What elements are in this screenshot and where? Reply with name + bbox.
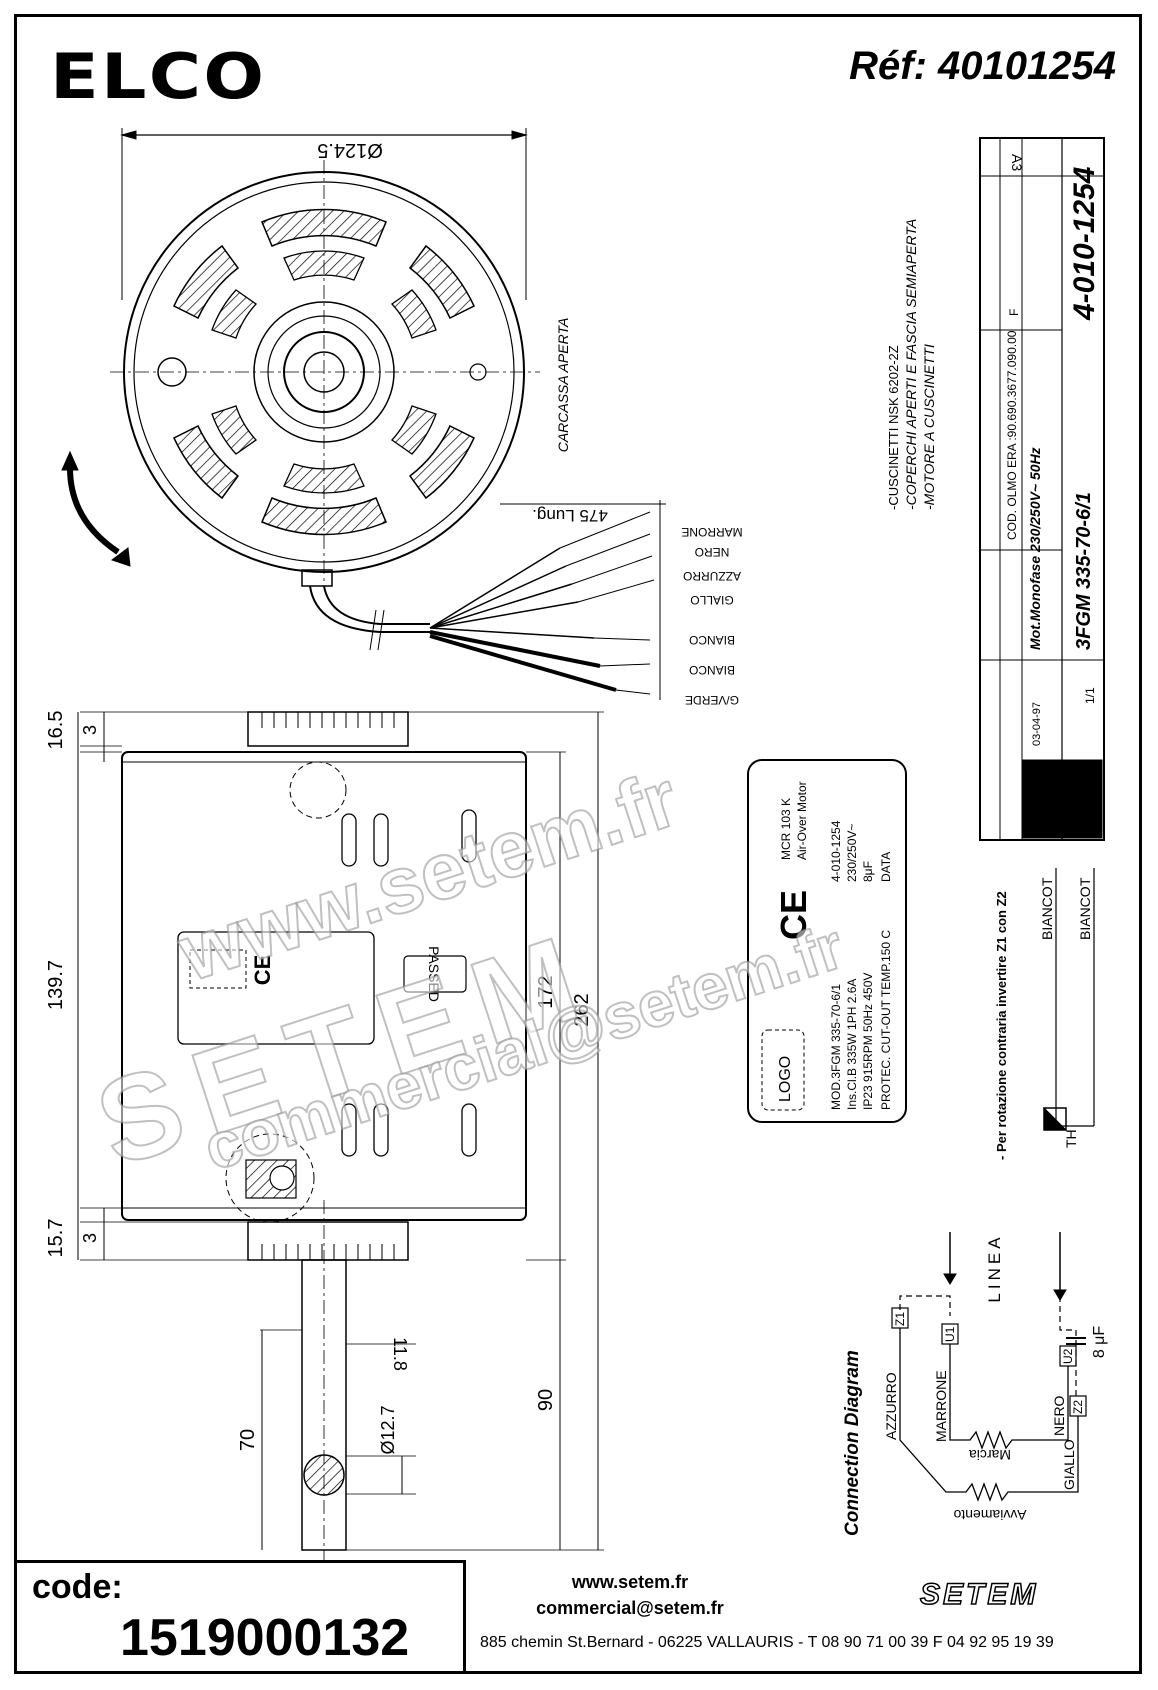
elco-logo: ELCO: [50, 40, 267, 113]
company-address: 885 chemin St.Bernard - 06225 VALLAURIS …: [480, 1634, 1054, 1651]
terminal-z2: Z2: [1071, 1400, 1085, 1414]
nameplate-line: Ins.Cl.B 335W 1PH 2.6A: [845, 979, 859, 1110]
bearing-note: -CUSCINETTI NSK 6202-2Z: [886, 345, 901, 510]
avviamento-label: Avviamento: [953, 1507, 1026, 1523]
connection-title: Connection Diagram: [842, 1350, 863, 1536]
edition-value: F: [1007, 309, 1021, 316]
nameplate-ce: CE: [773, 890, 814, 940]
rotation-note: - Per rotazione contraria invertire Z1 c…: [994, 891, 1009, 1160]
dim-label: 16.5: [45, 711, 67, 750]
motor-top-view: [61, 128, 666, 700]
t-terminal: T: [1077, 877, 1093, 886]
terminal-u1: U1: [943, 1326, 957, 1342]
t-terminal: T: [1039, 877, 1055, 886]
website-link[interactable]: www.setem.fr: [571, 1572, 689, 1592]
wire-label: BIANCO: [689, 633, 735, 647]
nameplate-line: Air-Over Motor: [795, 781, 809, 860]
nameplate-line: 8μF: [861, 861, 875, 882]
linea-label: LINEA: [985, 1233, 1004, 1302]
dim-label: 90: [535, 1389, 557, 1411]
thermal-switch: [1043, 868, 1095, 1131]
motor-description: Mot.Monofase 230/250V~ 50Hz: [1027, 447, 1043, 650]
cod-olmo: COD. OLMO ERA :90.690.3677.090.00: [1005, 330, 1019, 540]
dim-label: 70: [237, 1429, 259, 1451]
title-block: [979, 137, 1105, 841]
bianco-label: BIANCO: [1039, 886, 1055, 940]
connection-diagram: [891, 1232, 1087, 1502]
nameplate-line: IP23 915RPM 50Hz 450V: [861, 973, 875, 1110]
bearing-note: -COPERCHI APERTI E FASCIA SEMIAPERTA: [903, 219, 919, 510]
capacitor-label: 8 μF: [1091, 1326, 1108, 1359]
dim-label: 262: [571, 993, 593, 1026]
nero-label: NERO: [1051, 1395, 1067, 1436]
giallo-label: GIALLO: [1061, 1439, 1077, 1490]
nameplate-line: MOD.3FGM 335-70-6/1: [829, 984, 843, 1110]
dim-label: 172: [535, 975, 557, 1008]
dim-label: 15.7: [45, 1219, 67, 1258]
email-link[interactable]: commercial@setem.fr: [536, 1598, 724, 1618]
wire-label: MARRONE: [681, 525, 742, 539]
dim-label: Ø12.7: [378, 1405, 398, 1454]
drawing-number: 4-010-1254: [1068, 166, 1101, 321]
marrone-label: MARRONE: [933, 1370, 949, 1442]
passed-stamp: PASSED: [426, 946, 442, 1002]
scale-value: 1/1: [1083, 687, 1097, 704]
terminal-z1: Z1: [893, 1312, 907, 1326]
reference-number: Réf: 40101254: [849, 44, 1116, 88]
motor-side-view: [77, 711, 604, 1560]
nameplate-line: DATA: [879, 852, 893, 882]
nameplate: [747, 759, 907, 1123]
drawing-frame: [14, 14, 1142, 1674]
dim-label: 3: [80, 725, 100, 735]
th-label: TH: [1063, 1129, 1079, 1148]
dim-label: 139.7: [45, 960, 67, 1010]
nameplate-line: 4-010-1254: [829, 820, 843, 882]
nameplate-logo: LOGO: [777, 1056, 794, 1102]
code-label: code:: [32, 1568, 123, 1606]
wire-label: AZZURRO: [683, 569, 741, 583]
date-value: 03-04-97: [1031, 702, 1043, 746]
cable-length-label: 475 Lung.: [532, 506, 608, 525]
wire-label: GIALLO: [690, 593, 733, 607]
code-box: [14, 1560, 466, 1674]
ce-mark: CE: [250, 955, 275, 986]
bianco-label: BIANCO: [1077, 886, 1093, 940]
marcia-label: Marcia: [969, 1447, 1011, 1463]
wire-label: G/VERDE: [685, 693, 739, 707]
diameter-label: Ø124.5: [317, 139, 383, 161]
nameplate-line: MCR 103 K: [779, 798, 793, 860]
bearing-note: -MOTORE A CUSCINETTI: [921, 344, 937, 510]
sheet-format: A3: [1009, 154, 1025, 171]
nameplate-line: PROTEC. CUT-OUT TEMP.150 C: [879, 930, 893, 1110]
terminal-u2: U2: [1061, 1348, 1075, 1364]
dim-label: 3: [80, 1233, 100, 1243]
wire-label: NERO: [695, 545, 730, 559]
motor-model: 3FGM 335-70-6/1: [1073, 492, 1095, 650]
setem-logo: SETEM: [919, 1577, 1039, 1612]
code-value: 1519000132: [120, 1609, 410, 1667]
carcassa-label: CARCASSA APERTA: [555, 318, 571, 453]
azzurro-label: AZZURRO: [883, 1372, 899, 1440]
dim-label: 11.8: [390, 1337, 410, 1371]
wire-label: BIANCO: [689, 663, 735, 677]
nameplate-line: 230/250V~: [845, 824, 859, 882]
nameplate-text: MCR 103 K Air-Over Motor 4-010-1254 230/…: [773, 781, 893, 1110]
